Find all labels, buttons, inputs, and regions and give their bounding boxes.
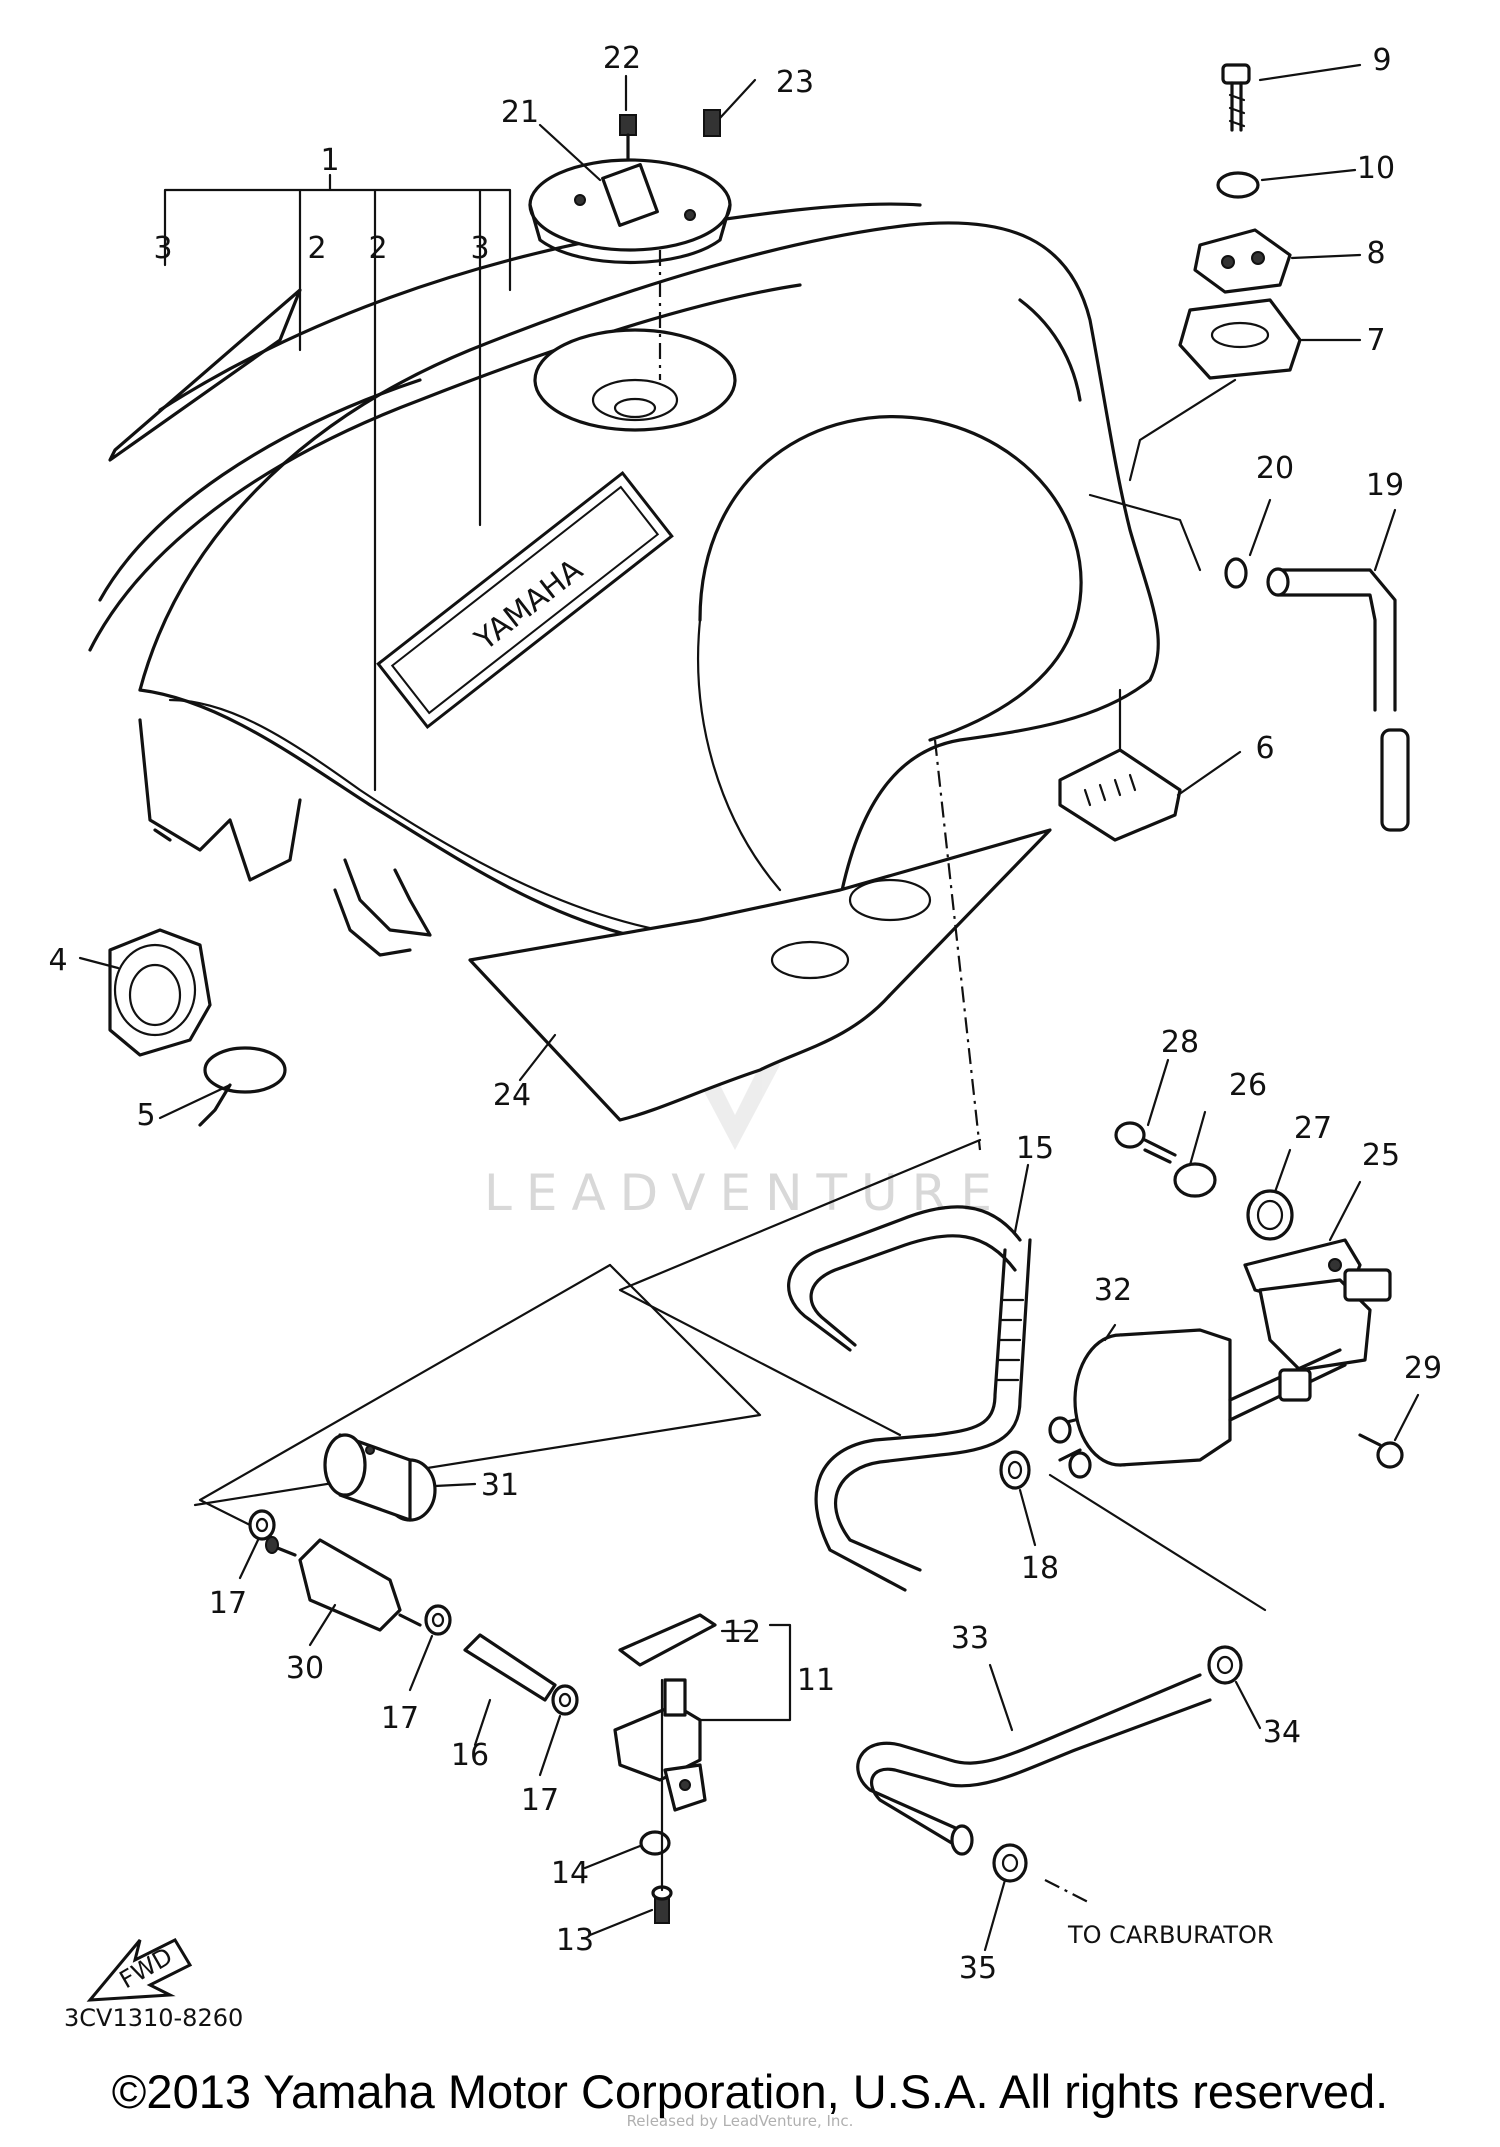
part-21-cap: [528, 158, 732, 265]
fuel-tank: [138, 221, 1160, 957]
guide-tank-petcock: [933, 739, 982, 1151]
callout-8: 8: [1366, 236, 1385, 271]
part-4-damper: [108, 928, 212, 1057]
callout-17a: 17: [209, 1586, 247, 1621]
part-11-petcock: [613, 1678, 707, 1812]
callout-9: 9: [1372, 43, 1391, 78]
callout-31: 31: [481, 1468, 519, 1503]
callout-32: 32: [1094, 1273, 1132, 1308]
callout-2b: 2: [368, 231, 387, 266]
callout-30: 30: [286, 1651, 324, 1686]
part-18-clamp: [999, 1450, 1031, 1490]
part-26-washer: [1173, 1162, 1217, 1198]
part-6-cushion: [1058, 748, 1182, 842]
callout-19: 19: [1366, 468, 1404, 503]
part-17-clamp-a: [248, 1509, 276, 1541]
callout-2a: 2: [307, 231, 326, 266]
callout-20: 20: [1256, 451, 1294, 486]
part-34-clamp: [1207, 1645, 1243, 1685]
callout-3a: 3: [153, 231, 172, 266]
callout-6: 6: [1255, 731, 1274, 766]
callout-24: 24: [493, 1078, 531, 1113]
callout-35: 35: [959, 1951, 997, 1986]
callout-5: 5: [136, 1098, 155, 1133]
filler-opening: [533, 328, 737, 432]
part-13-screw: [651, 1885, 673, 1924]
callout-4: 4: [48, 943, 67, 978]
callout-17b: 17: [381, 1701, 419, 1736]
part-15-hose: [787, 1205, 1032, 1592]
part-8-plate: [1193, 228, 1292, 294]
to-carburator-label: TO CARBURATOR: [1067, 1921, 1274, 1949]
guide-carburator: [1044, 1879, 1091, 1904]
callout-29: 29: [1404, 1351, 1442, 1386]
callout-22: 22: [603, 41, 641, 76]
guide-18: [1048, 1473, 1267, 1612]
part-20-ring: [1224, 557, 1248, 589]
callout-27: 27: [1294, 1111, 1332, 1146]
callout-21: 21: [501, 95, 539, 130]
part-32-pump: [1048, 1328, 1232, 1479]
callout-12: 12: [723, 1615, 761, 1650]
callout-28: 28: [1161, 1025, 1199, 1060]
part-27-grommet: [1246, 1189, 1294, 1241]
part-30-filter: [265, 1536, 422, 1632]
part-10-washer: [1216, 171, 1260, 199]
guide-20: [1088, 493, 1202, 572]
callout-25: 25: [1362, 1138, 1400, 1173]
guide-7: [1128, 378, 1237, 482]
part-16-hose: [463, 1633, 557, 1702]
part-14-washer: [639, 1830, 671, 1856]
callout-14: 14: [551, 1856, 589, 1891]
part-9-bolt: [1221, 63, 1251, 132]
tank-emblem: YAMAHA: [376, 470, 674, 730]
callout-16: 16: [451, 1738, 489, 1773]
callout-17c: 17: [521, 1783, 559, 1818]
watermark-credit: Released by LeadVenture, Inc.: [627, 2112, 854, 2130]
part-32-relay: [1228, 1268, 1392, 1422]
part-29-screw: [1358, 1433, 1404, 1469]
part-24-plate: [468, 828, 1052, 1122]
callout-15: 15: [1016, 1131, 1054, 1166]
part-35-clamp: [992, 1843, 1028, 1883]
copyright-notice: ©2013 Yamaha Motor Corporation, U.S.A. A…: [111, 2065, 1389, 2118]
callout-10: 10: [1357, 151, 1395, 186]
guide-group-mid: [198, 1263, 612, 1532]
guide-group-top: [618, 1138, 982, 1437]
callout-23: 23: [776, 65, 814, 100]
part-19-hose: [1266, 567, 1410, 832]
callout-3b: 3: [470, 231, 489, 266]
callout-33: 33: [951, 1621, 989, 1656]
callout-labels: 1 3 2 2 3 21 22 23 9 10 8 7 20 19 6 4 5 …: [48, 41, 1442, 1986]
part-23-screw: [703, 109, 721, 137]
callout-34: 34: [1263, 1715, 1301, 1750]
part-17-clamp-b: [424, 1604, 452, 1636]
callout-26: 26: [1229, 1068, 1267, 1103]
part-12-gasket: [618, 1613, 717, 1667]
callout-7: 7: [1366, 323, 1385, 358]
part-5-band: [198, 1046, 287, 1127]
part-33-hose: [856, 1673, 1212, 1856]
part-22-bolt: [619, 114, 637, 160]
part-17-clamp-c: [551, 1684, 579, 1716]
leader-lines: [78, 63, 1420, 1952]
fwd-arrow-icon: FWD: [86, 1938, 193, 2002]
callout-18: 18: [1021, 1551, 1059, 1586]
part-code: 3CV1310-8260: [64, 2004, 243, 2032]
callout-13: 13: [556, 1923, 594, 1958]
guide-group-left: [193, 1263, 762, 1507]
part-7-grommet: [1178, 298, 1302, 380]
callout-11: 11: [797, 1663, 835, 1698]
watermark-brand: LEADVENTURE: [484, 1164, 1006, 1222]
part-28-bolt: [1114, 1121, 1177, 1164]
callout-1: 1: [320, 143, 339, 178]
part-31-cover: [323, 1433, 437, 1522]
